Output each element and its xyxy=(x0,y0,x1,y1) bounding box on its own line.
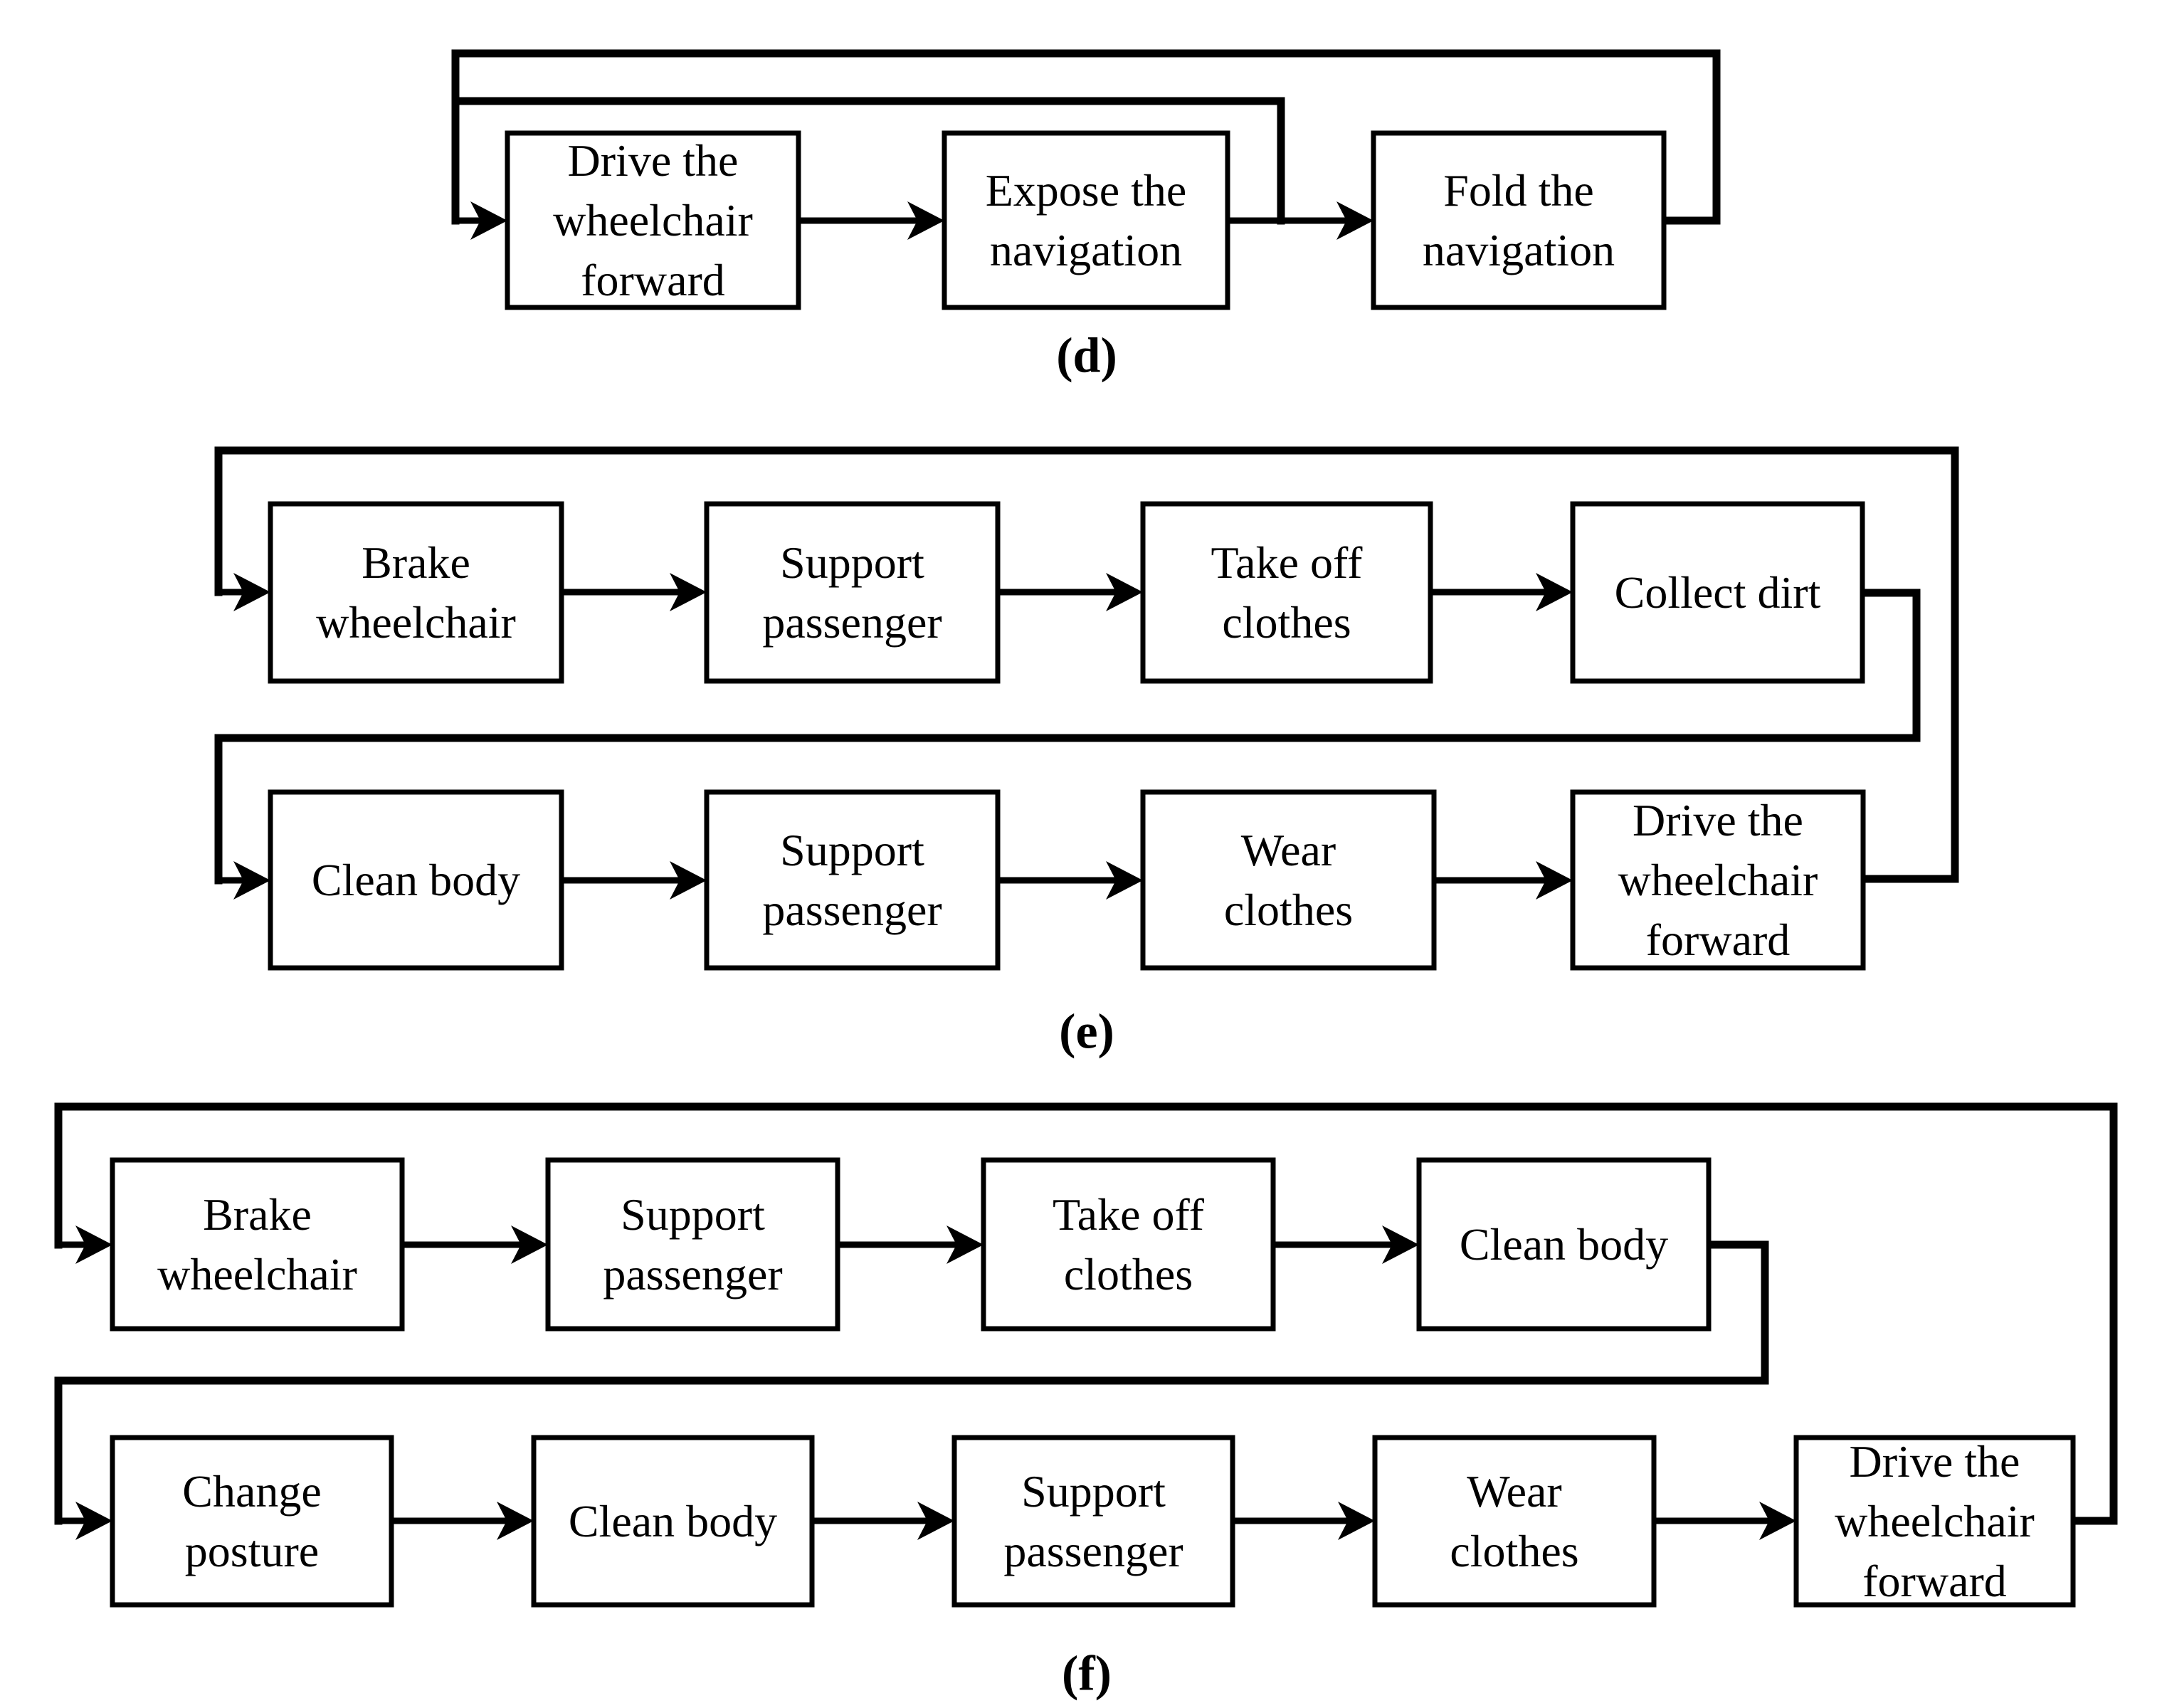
flow-box-support-passenger-row1 xyxy=(704,501,1001,684)
diagram-d: Drive the wheelchair forward Expose the navi… xyxy=(451,49,1721,384)
d-arrow-drive-to-expose-head xyxy=(907,201,944,240)
flow-box-label: Clean body xyxy=(569,1496,777,1546)
diagram-label-f: (f) xyxy=(1062,1647,1112,1702)
d-outer-feedback-from-fold xyxy=(451,49,1721,225)
f-arrow-takeoff-to-clean-head xyxy=(1382,1225,1419,1264)
flow-box-label: Change xyxy=(182,1466,322,1517)
f-arrow-support-to-wear-head xyxy=(1338,1502,1375,1540)
flow-box-label: Support xyxy=(1021,1466,1166,1517)
flow-box-label: Collect dirt xyxy=(1615,567,1821,618)
e-arrow-brake-to-support-head xyxy=(670,573,707,611)
flow-box-brake-wheelchair xyxy=(110,1157,405,1332)
e-arrow-clean-to-support-head xyxy=(670,861,707,900)
flow-box-clean-body-row1 xyxy=(1416,1157,1712,1332)
flow-box-label: Drive the xyxy=(568,135,739,186)
f-arrow-feedback-into-brake-head xyxy=(75,1225,112,1264)
flow-box-fold-the-navigation xyxy=(1371,130,1667,310)
d-arrow-feedback-into-drive-head xyxy=(470,201,507,240)
flow-box-collect-dirt xyxy=(1570,501,1865,684)
flow-box-label: forward xyxy=(581,255,725,305)
flow-box-label: clothes xyxy=(1450,1526,1578,1576)
flow-box-wear-clothes xyxy=(1140,789,1437,971)
f-wrap-clean-to-change xyxy=(54,1240,1769,1525)
flow-box-label: Wear xyxy=(1467,1466,1561,1517)
flow-box-drive-the-wheelchair-forward xyxy=(1570,789,1866,971)
flow-box-expose-the-navigation xyxy=(942,130,1230,310)
flow-box-label: forward xyxy=(1646,914,1791,965)
f-arrow-change-to-clean-head xyxy=(497,1502,534,1540)
flow-box-label: wheelchair xyxy=(553,195,753,246)
e-outer-feedback-from-drive xyxy=(214,446,1959,883)
flow-box-label: clothes xyxy=(1224,885,1353,935)
flow-box-wear-clothes xyxy=(1372,1435,1657,1608)
f-arrow-wrap-into-change-head xyxy=(75,1502,112,1540)
f-arrow-wear-to-drive-head xyxy=(1759,1502,1796,1540)
e-arrow-support-to-wear-head xyxy=(1106,861,1143,900)
flow-box-drive-the-wheelchair-forward xyxy=(505,130,801,310)
flow-box-label: navigation xyxy=(1423,225,1615,275)
flow-box-label: Clean body xyxy=(1460,1219,1668,1270)
flow-box-label: wheelchair xyxy=(1618,855,1818,905)
flow-box-clean-body-row2 xyxy=(531,1435,815,1608)
e-wrap-collect-to-clean xyxy=(214,589,1921,885)
d-inner-feedback-from-expose-output xyxy=(451,97,1285,225)
e-arrow-takeoff-to-collect-head xyxy=(1536,573,1573,611)
flow-box-label: Brake xyxy=(203,1189,312,1240)
e-arrow-wrap-into-clean-head xyxy=(233,861,270,900)
e-arrow-support-to-takeoff-head xyxy=(1106,573,1143,611)
flow-box-brake-wheelchair xyxy=(268,501,564,684)
flow-box-label: Expose the xyxy=(986,165,1187,216)
flow-box-label: Take off xyxy=(1211,537,1364,588)
f-outer-feedback-from-drive xyxy=(54,1102,2118,1525)
flow-box-label: clothes xyxy=(1064,1249,1193,1300)
flow-box-label: Fold the xyxy=(1443,165,1594,216)
flow-box-label: Drive the xyxy=(1850,1436,2020,1487)
flow-box-take-off-clothes xyxy=(1140,501,1433,684)
flow-box-label: clothes xyxy=(1222,597,1351,648)
flow-box-clean-body xyxy=(268,789,564,971)
flow-box-drive-the-wheelchair-forward xyxy=(1793,1435,2076,1608)
f-arrow-clean-to-support-head xyxy=(917,1502,954,1540)
e-arrow-wear-to-drive-head xyxy=(1536,861,1573,900)
flow-box-label: Support xyxy=(780,825,924,875)
flow-box-take-off-clothes xyxy=(981,1157,1276,1332)
flow-box-label: passenger xyxy=(762,597,942,648)
flow-box-label: wheelchair xyxy=(157,1249,357,1300)
flow-box-label: Wear xyxy=(1241,825,1336,875)
flow-box-label: passenger xyxy=(1003,1526,1183,1576)
flow-box-label: passenger xyxy=(603,1249,782,1300)
flow-box-label: wheelchair xyxy=(1835,1496,2035,1546)
flow-box-label: Clean body xyxy=(312,855,520,905)
flow-box-label: navigation xyxy=(990,225,1182,275)
flow-box-support-passenger-row1 xyxy=(545,1157,840,1332)
flow-box-support-passenger-row2 xyxy=(704,789,1001,971)
f-arrow-support-to-takeoff-head xyxy=(946,1225,984,1264)
flow-box-label: Take off xyxy=(1053,1189,1205,1240)
flow-box-label: posture xyxy=(185,1526,319,1576)
flow-box-label: Drive the xyxy=(1633,795,1803,845)
flow-box-label: wheelchair xyxy=(316,597,516,648)
flow-box-label: forward xyxy=(1862,1556,2007,1606)
flow-box-label: passenger xyxy=(762,885,942,935)
diagram-label-d: (d) xyxy=(1056,329,1117,384)
f-arrow-brake-to-support-head xyxy=(511,1225,548,1264)
flow-box-support-passenger-row2 xyxy=(951,1435,1235,1608)
flow-box-label: Support xyxy=(780,537,924,588)
diagram-label-e: (e) xyxy=(1059,1005,1114,1060)
e-arrow-feedback-into-brake-head xyxy=(233,573,270,611)
flow-box-change-posture xyxy=(110,1435,394,1608)
flow-box-label: Support xyxy=(621,1189,765,1240)
flow-box-label: Brake xyxy=(362,537,470,588)
d-arrow-expose-to-fold-head xyxy=(1336,201,1373,240)
